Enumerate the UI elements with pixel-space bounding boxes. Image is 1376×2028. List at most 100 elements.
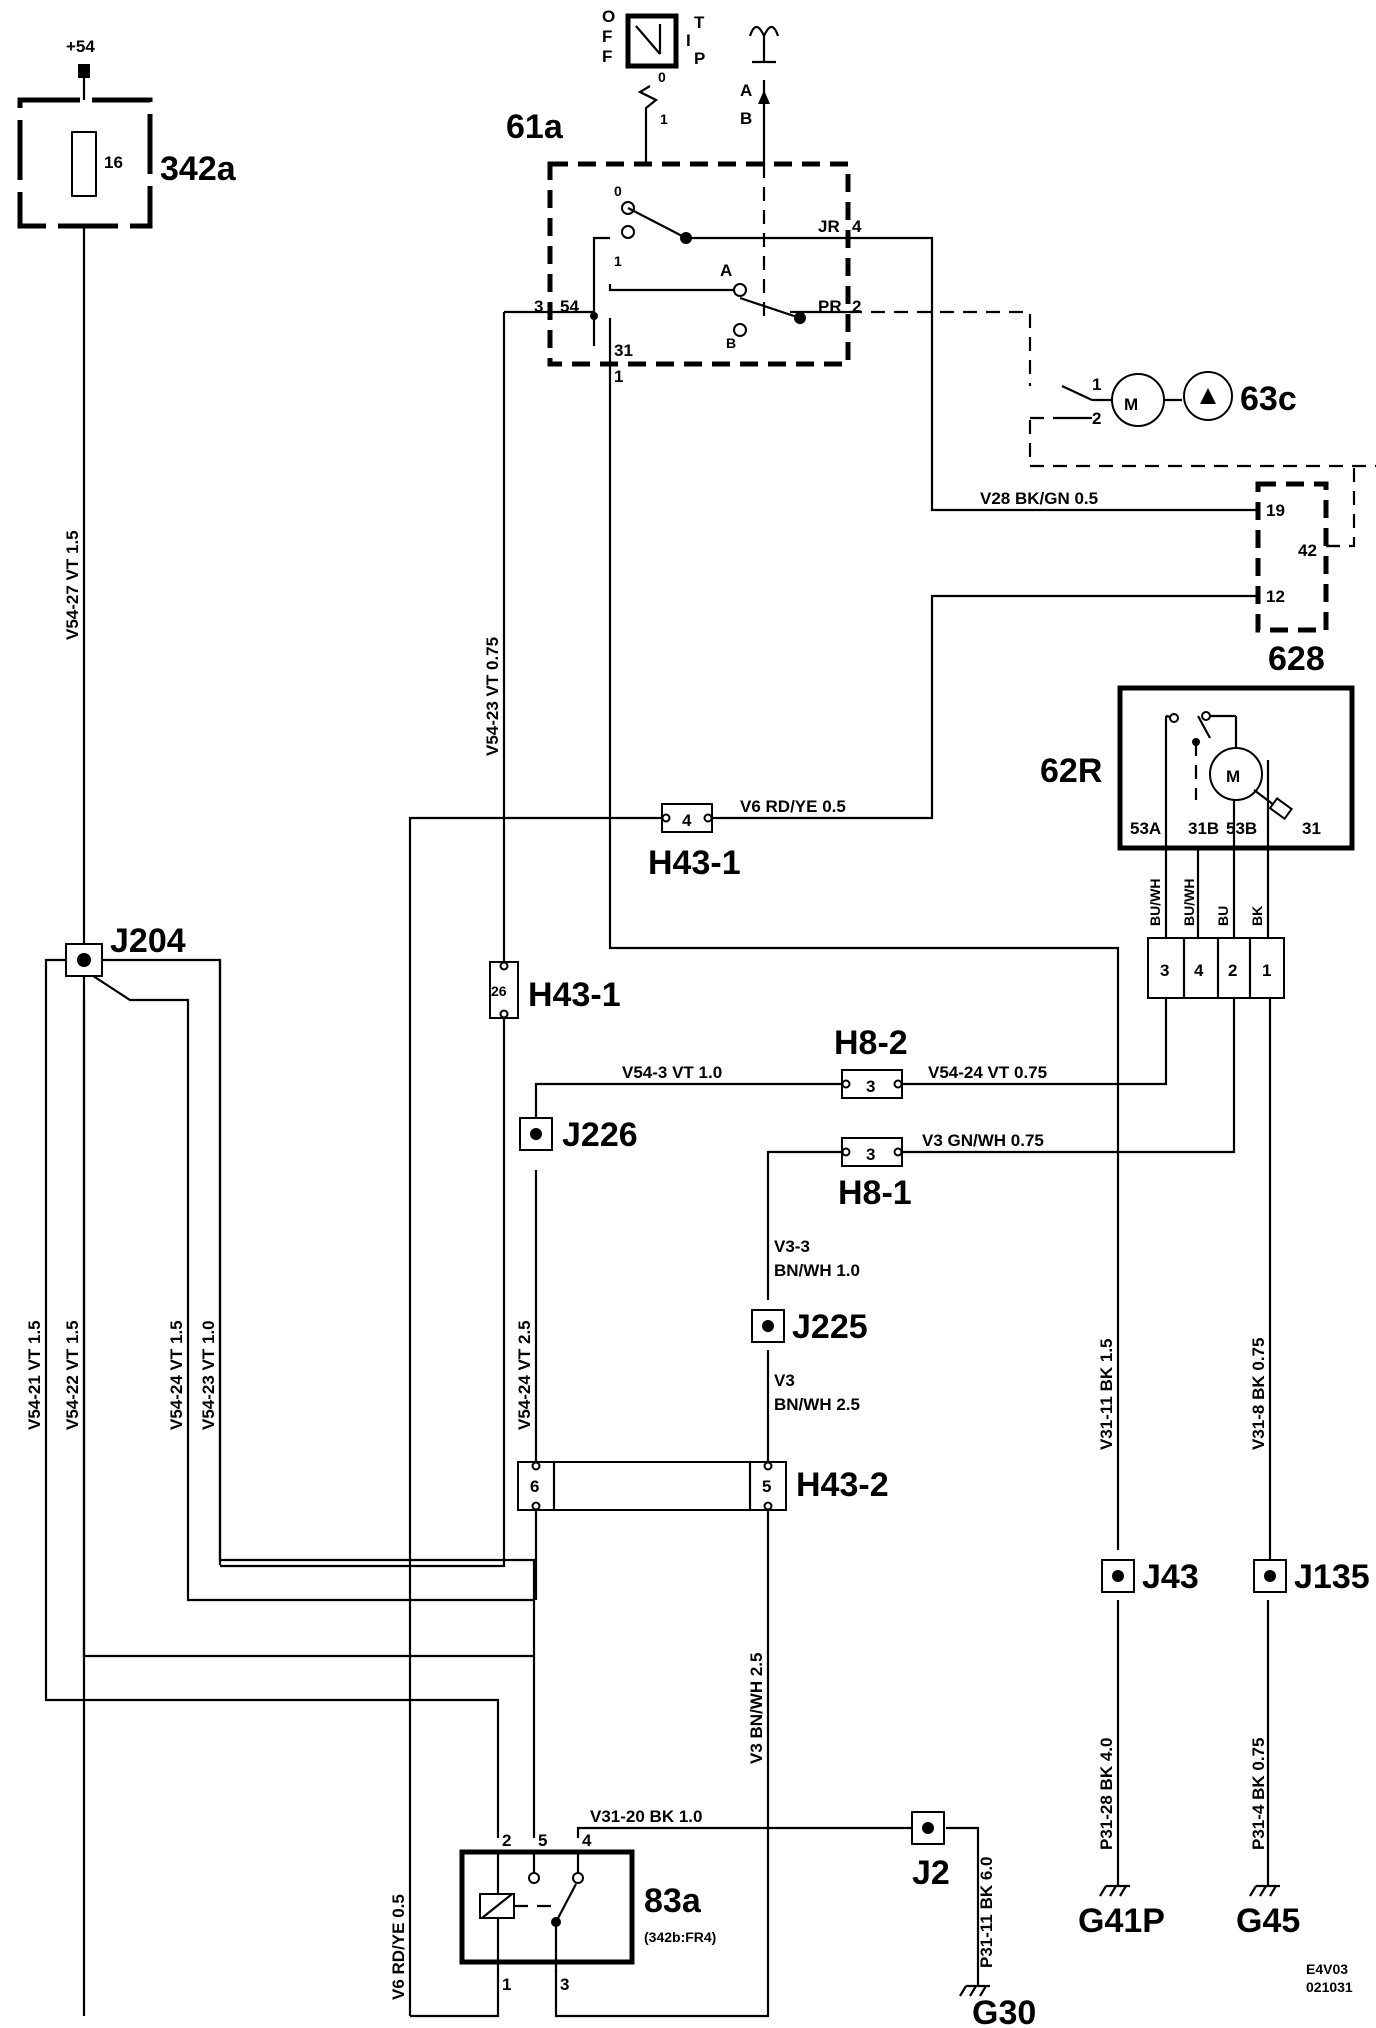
- wiper-conn-pin-2: 2: [1228, 961, 1237, 980]
- pump-label: 63c: [1240, 380, 1297, 418]
- relay-pin-3: 3: [560, 1975, 569, 1994]
- module-label: 628: [1268, 640, 1325, 678]
- h43-2-label: H43-2: [796, 1466, 889, 1504]
- label-v54-23-top: V54-23 VT 0.75: [483, 637, 502, 756]
- module-628: 19 42 12 628: [1255, 481, 1329, 678]
- g41p-label: G41P: [1078, 1902, 1165, 1940]
- ignition-f2: F: [602, 47, 612, 66]
- j43-label: J43: [1142, 1558, 1199, 1596]
- label-p31-28: P31-28 BK 4.0: [1097, 1738, 1116, 1850]
- wire-switch-internal: [548, 236, 848, 346]
- h43-1-top-pin: 4: [682, 811, 692, 830]
- junction-j2: J2: [911, 1811, 950, 1892]
- wire-j204-right: [84, 958, 536, 1838]
- label-v54-24-left: V54-24 VT 1.5: [167, 1320, 186, 1430]
- dashed-wires: [762, 164, 1376, 548]
- label-v6-left: V6 RD/YE 0.5: [389, 1894, 408, 2000]
- label-p31-4: P31-4 BK 0.75: [1249, 1738, 1268, 1850]
- label-v28: V28 BK/GN 0.5: [980, 489, 1098, 508]
- switch-pin-31: 31: [614, 341, 633, 360]
- wiper-pin-53a: 53A: [1130, 819, 1161, 838]
- connector-h8-2: 3 H8-2: [834, 1024, 908, 1099]
- wire-label-bk: BK: [1249, 906, 1265, 926]
- ignition-i: I: [686, 31, 691, 50]
- wiper-connector: 3 4 2 1 BU/WH BU/WH BU BK: [1147, 879, 1285, 999]
- switch-label: 61a: [506, 108, 564, 146]
- h8-1-pin: 3: [866, 1145, 875, 1164]
- h8-1-label: H8-1: [838, 1174, 912, 1212]
- junction-j204: J204: [65, 922, 186, 977]
- connector-h43-1-top: 4 H43-1: [648, 803, 741, 882]
- wire-j204-left: [44, 958, 500, 1838]
- switch-pin-pr: PR: [818, 297, 842, 316]
- j226-label: J226: [562, 1116, 638, 1154]
- junction-j225: J225: [751, 1308, 868, 1346]
- h43-2-pin-6: 6: [530, 1477, 539, 1496]
- switch-pos-a: A: [720, 261, 732, 280]
- wire-labels: V54-27 VT 1.5 V54-23 VT 0.75 V28 BK/GN 0…: [25, 489, 1268, 2000]
- switch-61a: 61a 0 1 A B 3 54 31 1 JR 4 PR 2: [506, 108, 862, 386]
- ignition-t: T: [694, 13, 705, 32]
- ground-g41p: G41P: [1078, 1884, 1165, 1940]
- wiper-motor-62r: 62R M 53A 31B 53B 31: [1040, 685, 1355, 851]
- j135-label: J135: [1294, 1558, 1370, 1596]
- g45-label: G45: [1236, 1902, 1300, 1940]
- wire-v3-gnwh: [902, 998, 1236, 1154]
- label-v54-21: V54-21 VT 1.5: [25, 1320, 44, 1430]
- label-v54-22: V54-22 VT 1.5: [63, 1320, 82, 1430]
- h43-1-mid-pin: 26: [491, 983, 507, 999]
- label-v3b: BN/WH 2.5: [774, 1395, 860, 1414]
- wiper-conn-pin-3: 3: [1160, 961, 1169, 980]
- wire-v28: [848, 236, 1258, 512]
- ignition-pin-1: 1: [660, 111, 668, 127]
- label-v3a: V3: [774, 1371, 795, 1390]
- connector-h43-2: 6 5 H43-2: [517, 1461, 889, 1511]
- switch-pin-2: 2: [852, 297, 861, 316]
- ignition-switch: O F F T I P 0 1: [602, 7, 705, 127]
- label-v54-24-mid: V54-24 VT 2.5: [515, 1320, 534, 1430]
- switch-pos-1: 1: [614, 253, 622, 269]
- wire-j2-ground: [946, 1826, 980, 1986]
- switch-pin-4: 4: [852, 217, 862, 236]
- wire-j204-diag: [83, 969, 534, 1602]
- label-p31-11: P31-11 BK 6.0: [977, 1856, 996, 1968]
- pump-motor-m: M: [1124, 395, 1138, 414]
- wire-j204-down: [82, 1000, 534, 1658]
- wire-v54-3: [534, 1082, 842, 1130]
- wire-label-bu: BU: [1215, 906, 1231, 926]
- label-v3-gnwh: V3 GN/WH 0.75: [922, 1131, 1044, 1150]
- switch-pin-54: 54: [560, 297, 579, 316]
- wire-v54-24-top: [902, 998, 1168, 1086]
- label-v3-3b: BN/WH 1.0: [774, 1261, 860, 1280]
- j204-label: J204: [110, 922, 186, 960]
- wiper-conn-pin-4: 4: [1194, 961, 1204, 980]
- power-label: +54: [66, 37, 95, 56]
- label-v3-3a: V3-3: [774, 1237, 810, 1256]
- wire-pr-dashed: [848, 310, 1376, 468]
- washer-a: A: [740, 81, 752, 100]
- wire-switch-31: [608, 318, 1120, 1550]
- relay-pin-2: 2: [502, 1831, 511, 1850]
- h8-2-pin: 3: [866, 1077, 875, 1096]
- ignition-f1: F: [602, 27, 612, 46]
- label-v3-lower: V3 BN/WH 2.5: [747, 1653, 766, 1764]
- ground-g30: G30: [959, 1984, 1036, 2028]
- wire-42-dashed: [1326, 466, 1356, 548]
- switch-pin-jr: JR: [818, 217, 840, 236]
- wiper-pin-53b: 53B: [1226, 819, 1257, 838]
- ignition-pin-0: 0: [658, 69, 666, 85]
- junction-j226: J226: [519, 1116, 638, 1154]
- wire-ignition: [637, 85, 659, 164]
- label-v54-27: V54-27 VT 1.5: [63, 530, 82, 640]
- h8-2-label: H8-2: [834, 1024, 908, 1062]
- h43-2-pin-5: 5: [762, 1477, 771, 1496]
- h43-1-mid-label: H43-1: [528, 976, 621, 1014]
- wire-v31-20: [576, 1826, 922, 1838]
- label-v54-3: V54-3 VT 1.0: [622, 1063, 722, 1082]
- footer-date: 021031: [1306, 1979, 1353, 1995]
- fuse-label: 342a: [160, 150, 237, 188]
- j2-label: J2: [912, 1854, 950, 1892]
- wire-relay-1: [410, 1962, 500, 2018]
- wiper-motor-m: M: [1226, 767, 1240, 786]
